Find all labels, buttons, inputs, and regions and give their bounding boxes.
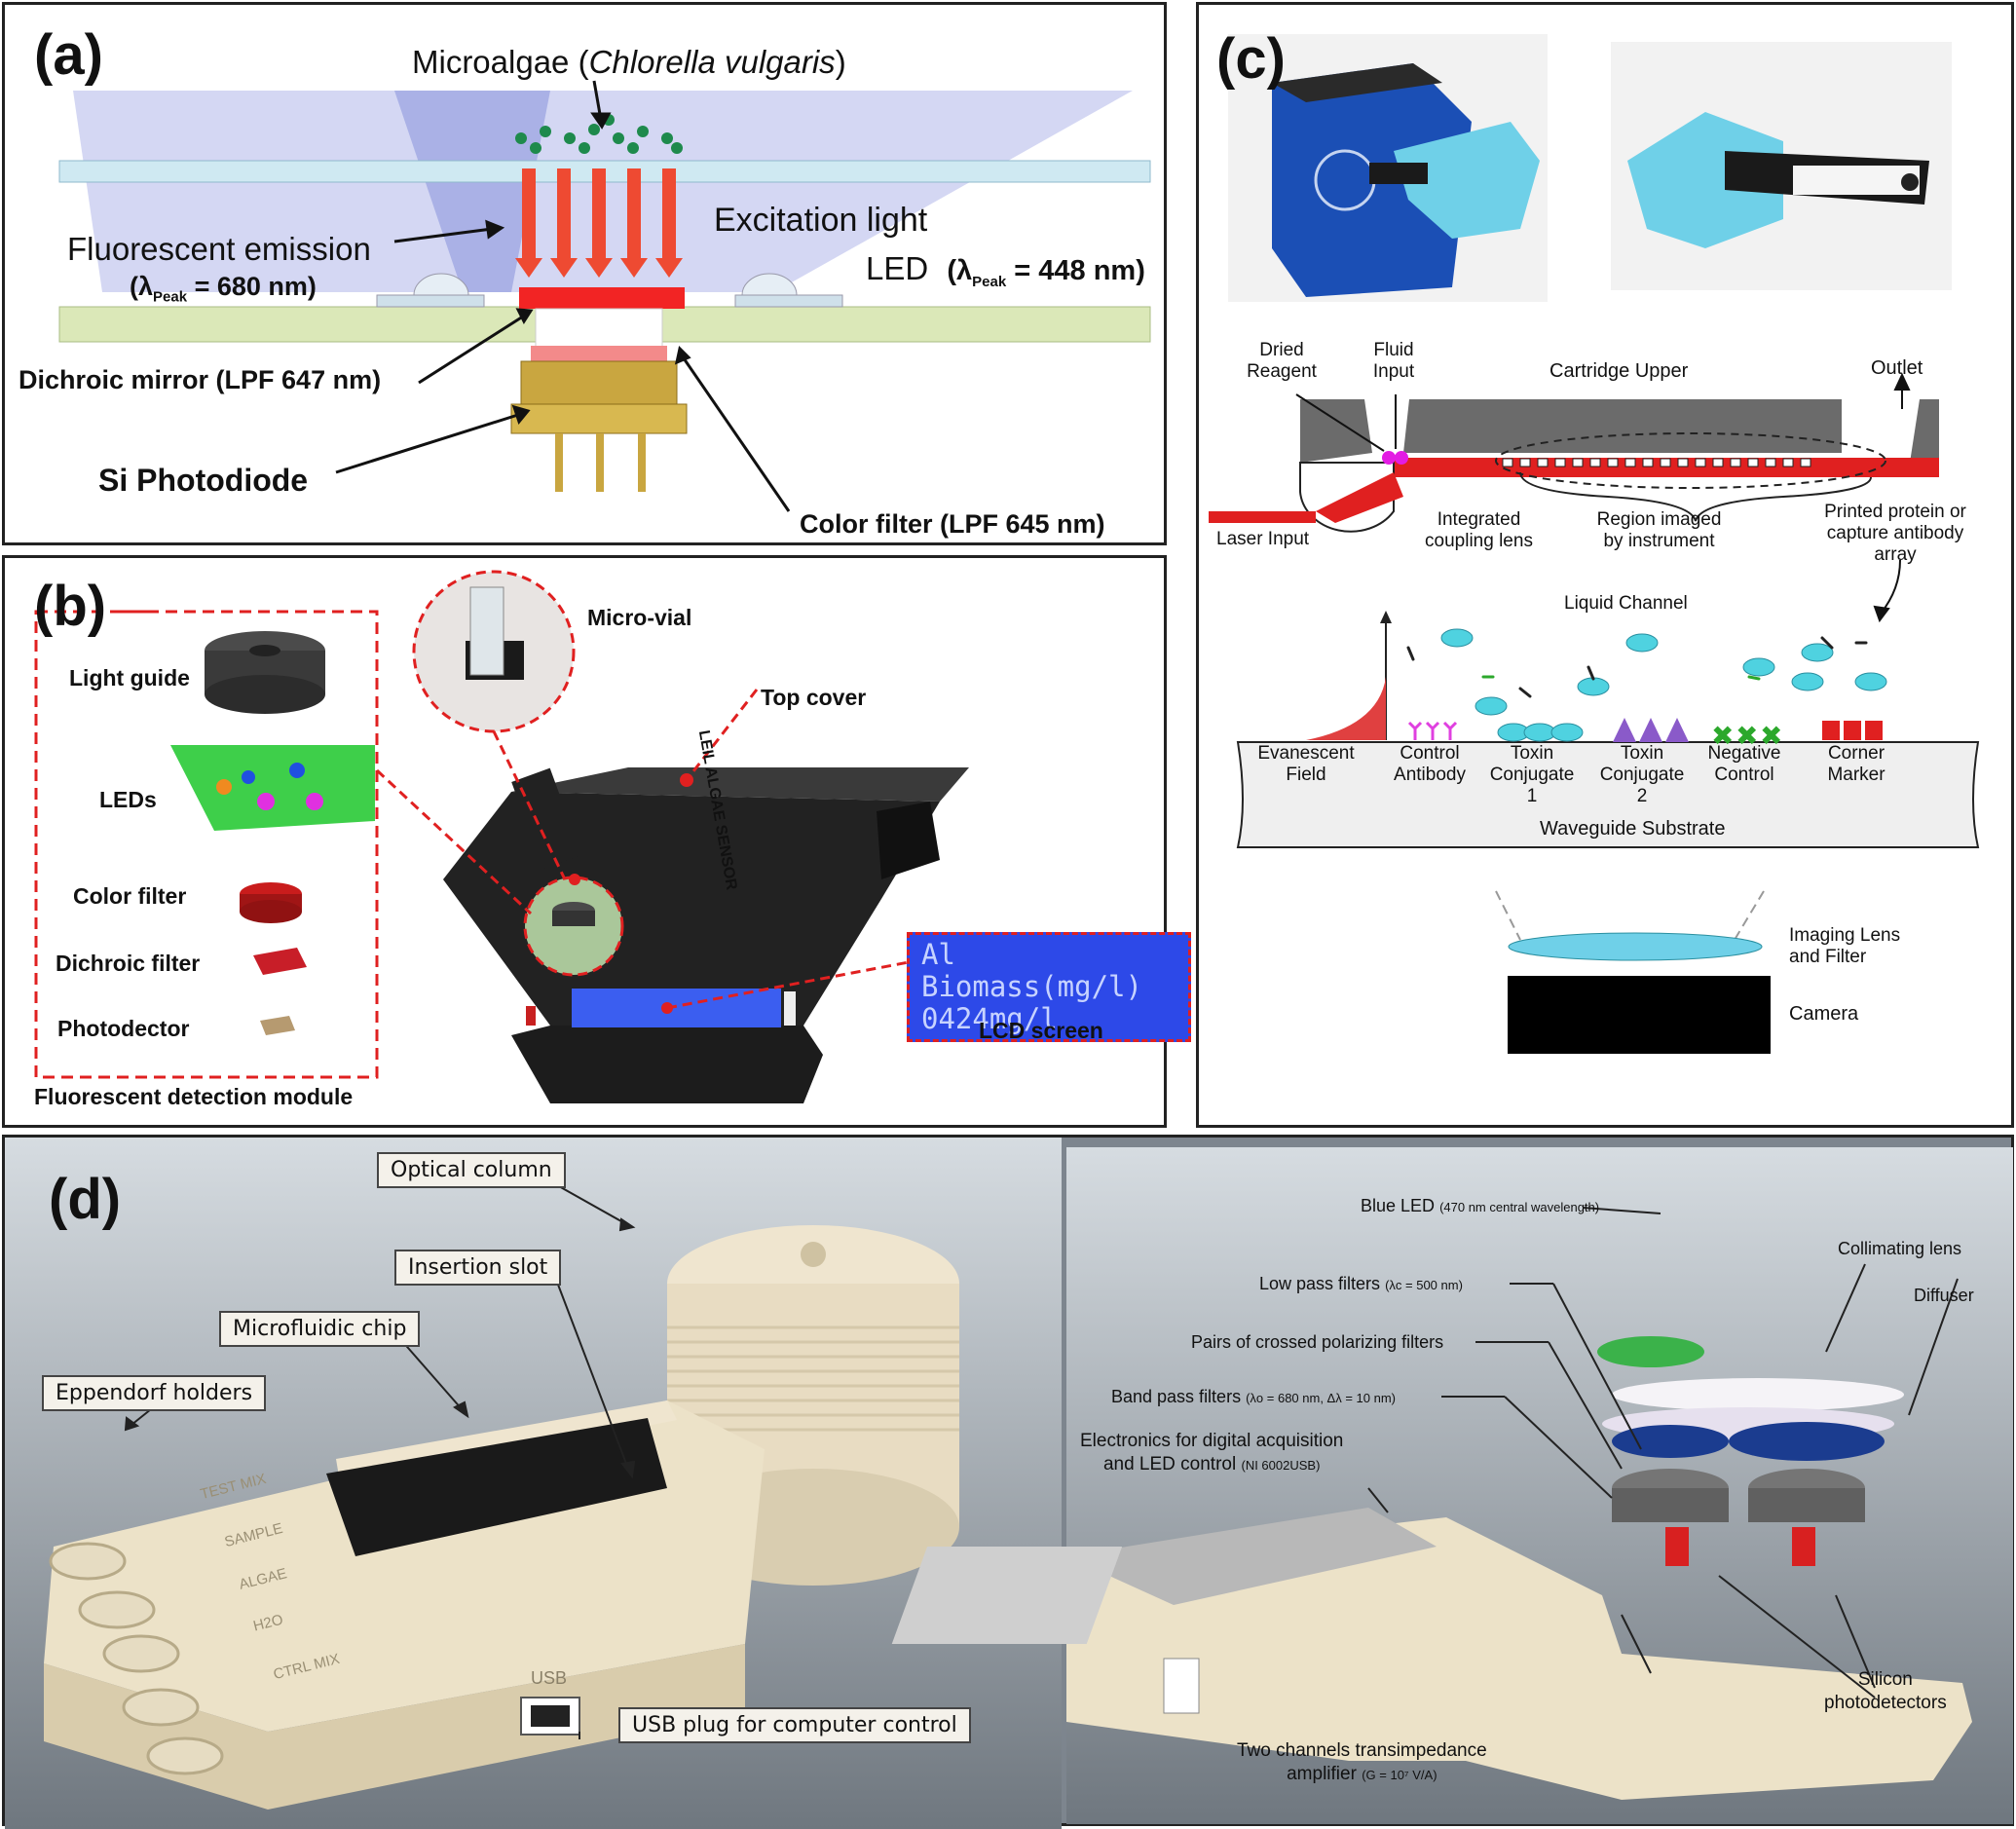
color-filter-label-b: Color filter: [73, 883, 187, 909]
blue-led-label: Blue LED (470 nm central wavelength): [1361, 1196, 1599, 1216]
collimating-lens-label: Collimating lens: [1838, 1239, 1962, 1258]
emission-peak-label: (λPeak = 680 nm): [130, 272, 317, 305]
silicon-label: Silicon photodetectors: [1824, 1668, 1947, 1715]
imaging-lens-label: Imaging Lens and Filter: [1789, 925, 1901, 967]
polarizing-label: Pairs of crossed polarizing filters: [1191, 1332, 1444, 1352]
panel-b: (b) Light guide LEDs Color filter Dichro…: [2, 555, 1191, 1128]
electronics-line-1: Electronics for digital acquisition: [1080, 1431, 1344, 1451]
light-guide-label: Light guide: [69, 665, 190, 691]
led-text: LED: [866, 250, 929, 286]
corner-marker-label: Corner Marker: [1827, 743, 1885, 785]
panel-c-diagram: ✖✖✖: [1209, 34, 1980, 1054]
electronics-label: Electronics for digital acquisition and …: [1080, 1430, 1343, 1477]
led-peak-lambda: (λ: [947, 255, 973, 286]
optical-column-label: Optical column: [377, 1152, 566, 1188]
led-peak-sub: Peak: [972, 273, 1007, 290]
lcd-display: Al Biomass(mg/l) 0424mg/l: [907, 932, 1191, 1042]
electronics-line-2: and LED control: [1102, 1454, 1237, 1474]
top-cover-label: Top cover: [761, 685, 867, 710]
microalgae-text: Microalgae (: [412, 44, 589, 80]
usb-port-text: USB: [531, 1668, 568, 1688]
insertion-slot-label: Insertion slot: [394, 1250, 562, 1286]
evanescent-label: Evanescent Field: [1257, 743, 1355, 785]
laser-input-label: Laser Input: [1216, 529, 1310, 549]
led-label: LED (λPeak = 448 nm): [866, 250, 1145, 290]
blue-led-text: Blue LED: [1361, 1196, 1436, 1215]
svg-text:✖: ✖: [1760, 720, 1782, 752]
outlet-label: Outlet: [1871, 357, 1923, 379]
usb-plug-label: USB plug for computer control: [618, 1707, 971, 1743]
camera-label: Camera: [1789, 1003, 1859, 1025]
low-pass-label: Low pass filters (λc = 500 nm): [1259, 1274, 1463, 1294]
band-pass-text: Band pass filters: [1111, 1387, 1242, 1406]
panel-d-diagram: [5, 1138, 2013, 1829]
photodector-label: Photodector: [57, 1016, 190, 1041]
panel-a: (a) Microalgae (Chlorella vulgaris) Exci…: [2, 2, 1167, 545]
band-pass-note: (λo = 680 nm, Δλ = 10 nm): [1246, 1391, 1397, 1405]
substrate-label: Waveguide Substrate: [1540, 818, 1726, 840]
electronics-note: (NI 6002USB): [1241, 1458, 1321, 1473]
lcd-screen-label: LCD screen: [979, 1018, 1103, 1043]
emission-arrows: [515, 168, 683, 278]
control-antibody-label: Control Antibody: [1394, 743, 1466, 785]
svg-text:✖: ✖: [1736, 720, 1758, 752]
panel-d: (d) Optical column Insertion slot Microf…: [2, 1135, 2014, 1829]
led-peak-value: = 448 nm): [1014, 255, 1145, 286]
liquid-channel-label: Liquid Channel: [1564, 593, 1688, 614]
low-pass-note: (λc = 500 nm): [1385, 1278, 1463, 1292]
svg-text:✖: ✖: [1711, 720, 1734, 752]
fluorescent-emission-label: Fluorescent emission: [67, 231, 371, 267]
lcd-line-1: Al Biomass(mg/l): [921, 938, 1142, 1003]
dichroic-mirror-label: Dichroic mirror (LPF 647 nm): [19, 365, 382, 394]
panel-c: ✖✖✖ (c) Dried Reagent Fluid Input Cartri…: [1196, 2, 2014, 1128]
silicon-line-1: Silicon: [1857, 1669, 1913, 1690]
coupling-lens-label: Integrated coupling lens: [1425, 509, 1533, 551]
panel-b-diagram: [34, 570, 969, 1103]
leds-label: LEDs: [99, 787, 157, 812]
si-photodiode-label: Si Photodiode: [98, 463, 309, 498]
cartridge-upper-label: Cartridge Upper: [1549, 360, 1689, 382]
dichroic-filter-label: Dichroic filter: [56, 951, 201, 976]
emission-peak-sub: Peak: [153, 288, 188, 306]
module-label: Fluorescent detection module: [34, 1084, 354, 1109]
low-pass-text: Low pass filters: [1259, 1274, 1381, 1293]
microalgae-end: ): [835, 44, 846, 80]
emission-peak-value: = 680 nm): [194, 272, 317, 301]
microalgae-label: Microalgae (Chlorella vulgaris): [412, 44, 846, 81]
transimpedance-label: Two channels transimpedance amplifier (G…: [1237, 1739, 1487, 1787]
amplifier-note: (G = 10⁷ V/A): [1362, 1768, 1437, 1782]
eppendorf-label: Eppendorf holders: [42, 1375, 267, 1411]
toxin1-label: Toxin Conjugate 1: [1489, 743, 1575, 806]
band-pass-label: Band pass filters (λo = 680 nm, Δλ = 10 …: [1111, 1387, 1396, 1407]
transimpedance-line-1: Two channels transimpedance: [1237, 1740, 1487, 1761]
microfluidic-chip-label: Microfluidic chip: [219, 1311, 421, 1347]
algae-dots: [515, 114, 683, 154]
panel-d-label: (d): [49, 1168, 122, 1231]
panel-c-label: (c): [1216, 27, 1286, 91]
region-imaged-label: Region imaged by instrument: [1596, 509, 1722, 551]
negative-control-label: Negative Control: [1707, 743, 1781, 785]
microalgae-species: Chlorella vulgaris: [588, 44, 836, 80]
toxin2-label: Toxin Conjugate 2: [1599, 743, 1685, 806]
blue-led-note: (470 nm central wavelength): [1439, 1200, 1600, 1214]
excitation-light-label: Excitation light: [714, 202, 928, 239]
lcd-line-2: 0424mg/l: [921, 1002, 1058, 1035]
emission-peak-lambda: (λ: [130, 272, 154, 301]
panel-a-label: (a): [34, 23, 103, 87]
panel-a-diagram: [58, 80, 1151, 512]
transimpedance-line-2: amplifier: [1287, 1764, 1357, 1784]
dried-reagent-label: Dried Reagent: [1247, 340, 1317, 382]
diffuser-label: Diffuser: [1914, 1286, 1974, 1305]
fluid-input-label: Fluid Input: [1372, 340, 1415, 382]
silicon-line-2: photodetectors: [1824, 1693, 1947, 1713]
color-filter-label: Color filter (LPF 645 nm): [800, 509, 1105, 539]
printed-protein-label: Printed protein or capture antibody arra…: [1824, 502, 1966, 565]
panel-b-label: (b): [34, 575, 107, 638]
micro-vial-label: Micro-vial: [587, 605, 692, 630]
